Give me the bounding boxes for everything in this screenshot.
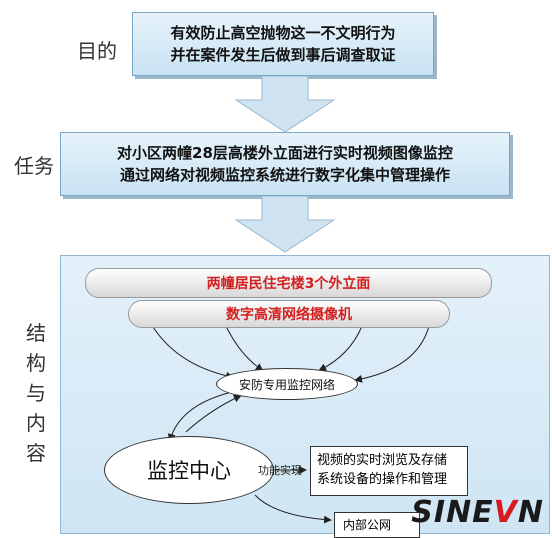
watermark-part: V <box>493 495 518 530</box>
structure-char: 构 <box>26 351 46 375</box>
watermark-part: SINE <box>411 495 494 530</box>
camera-pill: 数字高清网络摄像机 <box>128 300 450 328</box>
function-line: 系统设备的操作和管理 <box>317 472 448 487</box>
function-box: 视频的实时浏览及存储 系统设备的操作和管理 <box>310 446 468 496</box>
function-line: 视频的实时浏览及存储 <box>317 453 448 468</box>
task-line: 通过网络对视频监控系统进行数字化集中管理操作 <box>119 166 450 184</box>
down-arrow-1 <box>234 76 336 133</box>
task-line: 对小区两幢28层高楼外立面进行实时视频图像监控 <box>117 144 453 162</box>
facade-pill: 两幢居民住宅楼3个外立面 <box>85 268 492 298</box>
sinen-watermark: SINEVN <box>411 495 544 530</box>
monitor-center-node: 监控中心 <box>104 436 274 504</box>
structure-char: 内 <box>26 411 46 435</box>
down-arrow-2 <box>234 196 336 253</box>
network-node: 安防专用监控网络 <box>216 368 358 400</box>
function-label: 功能实现 <box>258 464 302 477</box>
intranet-box: 内部公网 <box>334 512 420 538</box>
purpose-box: 有效防止高空抛物这一不文明行为 并在案件发生后做到事后调查取证 <box>132 12 434 76</box>
structure-char: 与 <box>26 381 46 405</box>
structure-char: 结 <box>26 321 46 345</box>
task-label: 任务 <box>14 154 54 178</box>
purpose-line: 并在案件发生后做到事后调查取证 <box>170 46 396 64</box>
watermark-part: N <box>517 495 544 530</box>
task-box: 对小区两幢28层高楼外立面进行实时视频图像监控 通过网络对视频监控系统进行数字化… <box>60 132 510 196</box>
purpose-line: 有效防止高空抛物这一不文明行为 <box>170 24 396 42</box>
purpose-label: 目的 <box>77 39 117 63</box>
structure-char: 容 <box>26 441 46 465</box>
structure-label: 结 构 与 内 容 <box>26 318 48 468</box>
